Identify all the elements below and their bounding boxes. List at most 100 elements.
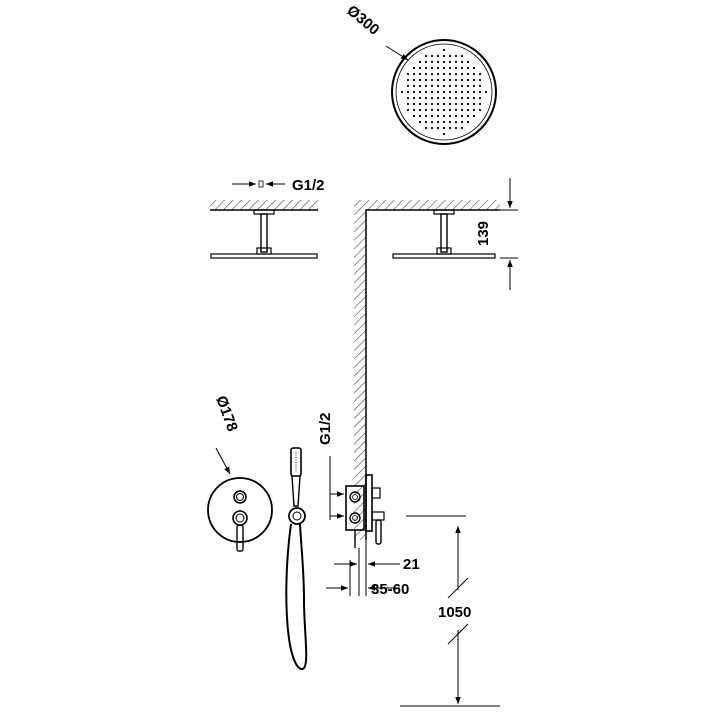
nozzle-dot [454,90,458,94]
nozzle-dot [430,96,434,100]
nozzle-dot [424,60,428,64]
nozzle-dot [424,114,428,118]
valve-body-side-view [345,474,385,548]
nozzle-dot [430,60,434,64]
nozzle-dot [412,84,416,88]
nozzle-dot [442,120,446,124]
nozzle-dot [430,54,434,58]
nozzle-dot [406,108,410,112]
nozzle-dot [442,78,446,82]
nozzle-dot [448,78,452,82]
nozzle-dot [436,84,440,88]
nozzle-dot [460,126,464,130]
nozzle-dot [424,90,428,94]
nozzle-dot [412,72,416,76]
nozzle-dot [478,96,482,100]
nozzle-dot [442,96,446,100]
nozzle-dot [454,54,458,58]
nozzle-dot [466,60,470,64]
nozzle-dot [412,114,416,118]
nozzle-dot [442,90,446,94]
nozzle-dot [466,108,470,112]
nozzle-dot [418,120,422,124]
nozzle-dot [424,108,428,112]
nozzle-dot [436,102,440,106]
ceiling-mount-left [210,200,318,259]
nozzle-dot [424,78,428,82]
nozzle-dot [436,108,440,112]
nozzle-dot [478,72,482,76]
showerhead-diameter-dimension: Ø300 [343,2,409,61]
nozzle-dot [466,120,470,124]
nozzle-dot [436,120,440,124]
nozzle-dot [466,114,470,118]
nozzle-dot [472,84,476,88]
handle-diameter-dimension: Ø178 [212,394,241,475]
nozzle-dot [418,60,422,64]
wall-and-ceiling-section [354,200,500,540]
nozzle-dot [448,114,452,118]
nozzle-dot [466,90,470,94]
nozzle-dot [460,84,464,88]
nozzle-dot [460,54,464,58]
nozzle-dot [424,102,428,106]
nozzle-dot [424,126,428,130]
nozzle-dot [454,114,458,118]
nozzle-dot [406,78,410,82]
ceiling-arm-height-label: 139 [475,221,492,246]
nozzle-dot [442,102,446,106]
nozzle-dot [460,90,464,94]
shower-hose [285,523,308,670]
nozzle-dot [418,114,422,118]
nozzle-dot [448,60,452,64]
nozzle-dot [478,78,482,82]
nozzle-dot [430,72,434,76]
nozzle-dot [478,84,482,88]
ceiling-showerhead-side [392,209,496,259]
showerhead-diameter-label: Ø300 [343,2,382,39]
nozzle-dot [448,90,452,94]
showerhead-top-view [391,39,497,145]
nozzle-dot [442,132,446,136]
shower-holder-outlet [288,507,306,525]
nozzle-dot [448,54,452,58]
nozzle-dot [478,108,482,112]
nozzle-dot [484,90,488,94]
nozzle-dot [418,78,422,82]
nozzle-dot [418,72,422,76]
nozzle-dot [472,108,476,112]
nozzle-dot [472,102,476,106]
nozzle-dot [412,96,416,100]
nozzle-dot [424,72,428,76]
nozzle-dot [460,72,464,76]
nozzle-dot [412,78,416,82]
nozzle-dot [412,102,416,106]
nozzle-dot [472,78,476,82]
plate-thickness-dimension: 21 [334,540,420,596]
nozzle-dot [430,84,434,88]
nozzle-dot [460,102,464,106]
nozzle-dot [472,72,476,76]
nozzle-dot [412,90,416,94]
nozzle-dot [430,120,434,124]
nozzle-dot [418,102,422,106]
nozzle-dot [442,108,446,112]
valve-inlet-dimension: G1/2 [317,412,344,520]
nozzle-dot [418,108,422,112]
nozzle-dot [430,102,434,106]
nozzle-dot [460,120,464,124]
nozzle-dot [466,72,470,76]
nozzle-dot [436,114,440,118]
hand-shower [290,447,302,507]
nozzle-dot [460,60,464,64]
nozzle-dot [424,54,428,58]
nozzle-dot [454,78,458,82]
nozzle-dot [436,72,440,76]
nozzle-dot [424,66,428,70]
nozzle-dot [406,84,410,88]
nozzle-dot [472,90,476,94]
nozzle-dot [412,66,416,70]
nozzle-dot [466,102,470,106]
nozzle-dot [448,72,452,76]
nozzle-dot [406,96,410,100]
